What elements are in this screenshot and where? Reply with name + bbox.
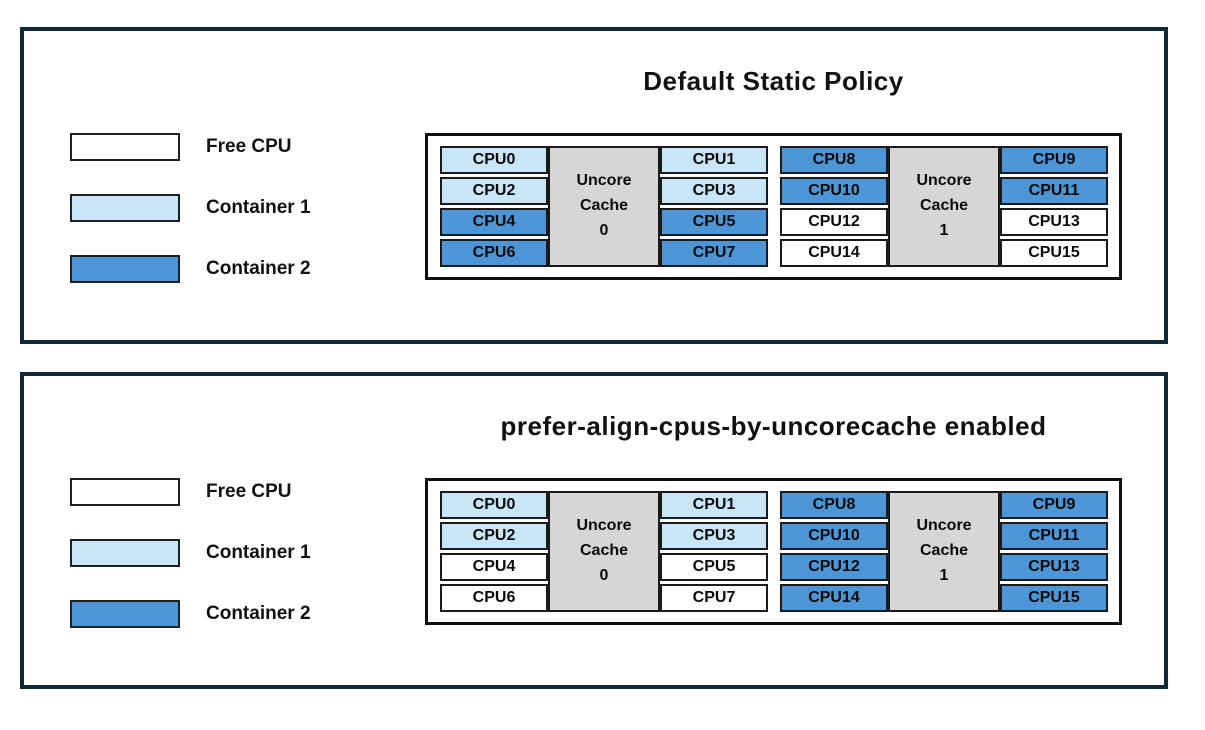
cpu-cell-cpu10: CPU10 (780, 522, 888, 550)
legend: Free CPU Container 1 Container 2 (24, 478, 425, 661)
legend-item-container1: Container 1 (70, 539, 425, 567)
legend-label-container2: Container 2 (206, 258, 311, 279)
panel-title: Default Static Policy (643, 66, 904, 96)
panel-title: prefer-align-cpus-by-uncorecache enabled (500, 411, 1047, 441)
legend-swatch-container1 (70, 539, 180, 567)
panel-prefer-align-cpus-by-uncorecache: prefer-align-cpus-by-uncorecache enabled… (20, 372, 1168, 689)
legend-item-free: Free CPU (70, 133, 425, 161)
uncore-cache-label-line: Cache (579, 197, 629, 215)
legend-item-free: Free CPU (70, 478, 425, 506)
cpu-cell-cpu8: CPU8 (780, 146, 888, 174)
legend-swatch-container2 (70, 255, 180, 283)
cpu-cell-cpu3: CPU3 (660, 177, 768, 205)
cpu-cell-cpu3: CPU3 (660, 522, 768, 550)
legend-label-free: Free CPU (206, 136, 292, 157)
cpu-cell-cpu8: CPU8 (780, 491, 888, 519)
uncore-cache-label-line: Cache (919, 197, 969, 215)
cpu-cell-cpu9: CPU9 (1000, 146, 1108, 174)
cpu-cell-cpu6: CPU6 (440, 239, 548, 267)
legend-label-container1: Container 1 (206, 542, 311, 563)
cpu-cell-cpu15: CPU15 (1000, 584, 1108, 612)
cpu-cell-cpu5: CPU5 (660, 208, 768, 236)
legend-item-container2: Container 2 (70, 255, 425, 283)
cpu-cell-cpu0: CPU0 (440, 491, 548, 519)
legend-label-free: Free CPU (206, 481, 292, 502)
uncore-cache-label-line: Uncore (576, 172, 632, 190)
cpu-cell-cpu6: CPU6 (440, 584, 548, 612)
legend-label-container1: Container 1 (206, 197, 311, 218)
cpu-cell-cpu5: CPU5 (660, 553, 768, 581)
cpu-cell-cpu4: CPU4 (440, 208, 548, 236)
cpu-cell-cpu11: CPU11 (1000, 177, 1108, 205)
uncore-cache-label-line: Uncore (916, 172, 972, 190)
cpu-cell-cpu4: CPU4 (440, 553, 548, 581)
legend-item-container1: Container 1 (70, 194, 425, 222)
uncore-cache-label-line: Cache (919, 542, 969, 560)
uncore-cache-label-line: 1 (939, 566, 949, 584)
cpu-cell-cpu0: CPU0 (440, 146, 548, 174)
cpu-cell-cpu9: CPU9 (1000, 491, 1108, 519)
legend-swatch-free (70, 133, 180, 161)
cpu-cell-cpu14: CPU14 (780, 239, 888, 267)
cpu-cell-cpu12: CPU12 (780, 553, 888, 581)
legend-item-container2: Container 2 (70, 600, 425, 628)
legend-label-container2: Container 2 (206, 603, 311, 624)
uncore-cache-label-line: Uncore (576, 517, 632, 535)
legend-swatch-container2 (70, 600, 180, 628)
cpu-cell-cpu10: CPU10 (780, 177, 888, 205)
uncore-cache-label-line: 0 (599, 221, 609, 239)
cpu-cell-cpu11: CPU11 (1000, 522, 1108, 550)
cpu-cell-cpu2: CPU2 (440, 522, 548, 550)
cpu-cell-cpu12: CPU12 (780, 208, 888, 236)
cpu-cell-cpu13: CPU13 (1000, 208, 1108, 236)
cpu-cell-cpu7: CPU7 (660, 584, 768, 612)
legend-swatch-container1 (70, 194, 180, 222)
uncore-cache-label-line: Uncore (916, 517, 972, 535)
page: Default Static Policy Free CPU Container … (20, 27, 1168, 689)
cpu-cell-cpu2: CPU2 (440, 177, 548, 205)
uncore-cache-label-line: Cache (579, 542, 629, 560)
uncore-cache-label-line: 0 (599, 566, 609, 584)
cpu-cell-cpu1: CPU1 (660, 146, 768, 174)
legend: Free CPU Container 1 Container 2 (24, 133, 425, 316)
panel-default-static-policy: Default Static Policy Free CPU Container … (20, 27, 1168, 344)
cpu-cell-cpu13: CPU13 (1000, 553, 1108, 581)
cpu-cell-cpu15: CPU15 (1000, 239, 1108, 267)
cpu-cell-cpu14: CPU14 (780, 584, 888, 612)
cpu-cell-cpu1: CPU1 (660, 491, 768, 519)
legend-swatch-free (70, 478, 180, 506)
cpu-cell-cpu7: CPU7 (660, 239, 768, 267)
uncore-cache-label-line: 1 (939, 221, 949, 239)
